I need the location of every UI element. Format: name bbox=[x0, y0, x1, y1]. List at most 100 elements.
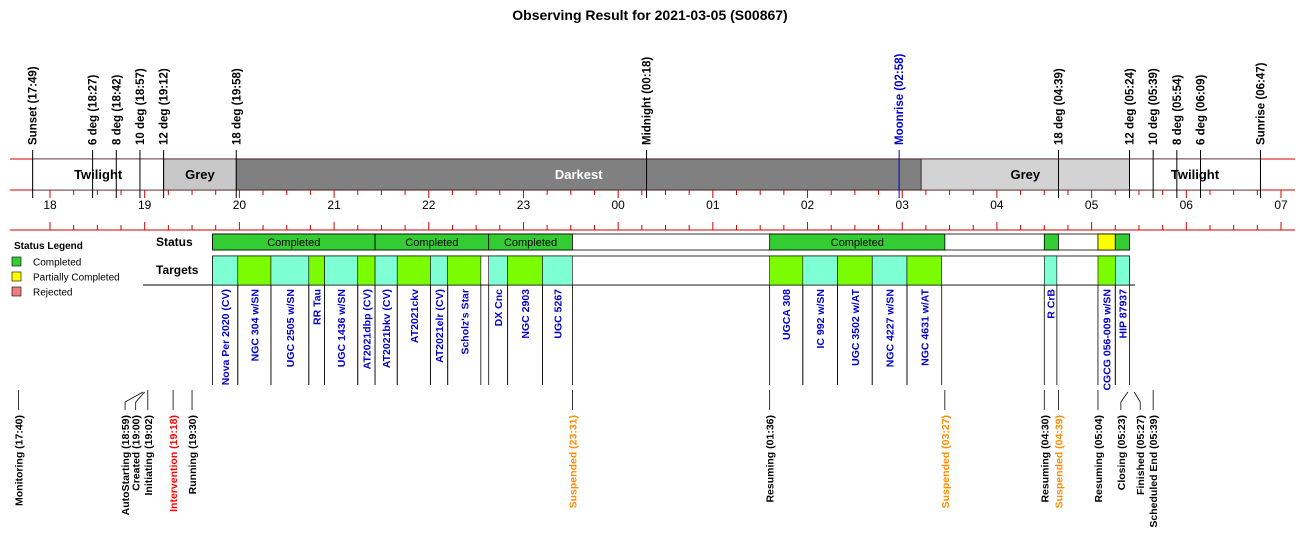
twilight-marker-label: 12 deg (19:12) bbox=[159, 68, 171, 145]
axis-tick-label: 00 bbox=[611, 198, 625, 212]
target-block bbox=[374, 255, 398, 286]
event-connector-line bbox=[1133, 391, 1141, 403]
sky-band-label: Darkest bbox=[555, 167, 603, 182]
event-markers: Monitoring (17:40)AutoStarting (18:59)Cr… bbox=[13, 390, 1160, 528]
target-name-label: CGCG 056-009 w/SN bbox=[1102, 289, 1114, 391]
target-block bbox=[237, 255, 272, 286]
event-connector-line bbox=[1120, 391, 1129, 403]
target-block bbox=[1097, 255, 1116, 286]
event-marker-label: Running (19:30) bbox=[187, 415, 199, 494]
status-legend-title: Status Legend bbox=[14, 241, 83, 252]
event-connector-line bbox=[135, 391, 145, 403]
target-block bbox=[906, 255, 943, 286]
twilight-marker-label: 6 deg (06:09) bbox=[1196, 75, 1208, 145]
axis-tick-label: 02 bbox=[801, 198, 815, 212]
status-legend-label: Completed bbox=[33, 258, 81, 269]
event-marker-label: Intervention (19:18) bbox=[168, 415, 180, 512]
twilight-marker-label: Sunset (17:49) bbox=[28, 66, 40, 145]
axis-tick-label: 05 bbox=[1085, 198, 1099, 212]
event-marker-label: Suspended (04:39) bbox=[1053, 415, 1065, 508]
status-legend-swatch bbox=[11, 256, 22, 267]
sky-band-label: Twilight bbox=[1171, 167, 1220, 182]
sky-band-grey bbox=[163, 158, 237, 191]
target-block bbox=[308, 255, 325, 286]
target-block bbox=[542, 255, 573, 286]
event-marker-label: Resuming (01:36) bbox=[765, 415, 777, 503]
target-name-label: RR Tau bbox=[312, 289, 324, 325]
axis-tick-label: 01 bbox=[706, 198, 720, 212]
target-block bbox=[507, 255, 543, 286]
event-marker-label: AutoStarting (18:59) bbox=[120, 415, 132, 515]
target-name-label: NGC 4227 w/SN bbox=[885, 289, 897, 367]
status-legend-label: Rejected bbox=[33, 288, 72, 299]
target-block bbox=[1114, 255, 1130, 286]
target-block bbox=[324, 255, 359, 286]
twilight-marker-label: Moonrise (02:58) bbox=[894, 53, 906, 145]
twilight-marker-label: 12 deg (05:24) bbox=[1124, 68, 1136, 145]
axis-tick-label: 23 bbox=[517, 198, 531, 212]
targets-row-label: Targets bbox=[156, 263, 199, 277]
target-name-label: DX Cnc bbox=[493, 289, 505, 327]
target-name-label: AT2021elr (CV) bbox=[434, 289, 446, 363]
twilight-marker-label: Sunrise (06:47) bbox=[1255, 62, 1267, 145]
target-name-label: HIP 87937 bbox=[1117, 289, 1129, 339]
sky-band-label: Grey bbox=[1011, 167, 1041, 182]
twilight-marker-label: 6 deg (18:27) bbox=[88, 75, 100, 145]
sky-band-label: Twilight bbox=[74, 167, 123, 182]
axis-tick-label: 07 bbox=[1274, 198, 1288, 212]
status-segment-label: Completed bbox=[267, 237, 320, 249]
target-block bbox=[430, 255, 449, 286]
axis-tick-label: 19 bbox=[138, 198, 152, 212]
target-block bbox=[1043, 255, 1058, 286]
target-block bbox=[396, 255, 431, 286]
axis-tick-label: 20 bbox=[233, 198, 247, 212]
status-segment bbox=[1043, 233, 1059, 251]
axis-tick-label: 18 bbox=[43, 198, 57, 212]
status-segment-label: Completed bbox=[831, 237, 884, 249]
event-marker-label: Monitoring (17:40) bbox=[13, 415, 25, 506]
target-block bbox=[769, 255, 804, 286]
target-name-label: UGCA 308 bbox=[781, 289, 793, 340]
target-block bbox=[447, 255, 482, 286]
axis-tick-label: 22 bbox=[422, 198, 436, 212]
axis-tick-label: 06 bbox=[1180, 198, 1194, 212]
target-name-label: UGC 3502 w/AT bbox=[850, 288, 862, 365]
status-legend-swatch bbox=[11, 271, 22, 282]
target-block bbox=[357, 255, 376, 286]
twilight-marker-label: 10 deg (05:39) bbox=[1148, 68, 1160, 145]
target-block bbox=[871, 255, 908, 286]
target-block bbox=[837, 255, 873, 286]
status-segment-label: Completed bbox=[504, 237, 557, 249]
twilight-markers: Sunset (17:49)6 deg (18:27)8 deg (18:42)… bbox=[28, 53, 1267, 198]
target-block bbox=[802, 255, 838, 286]
target-block bbox=[270, 255, 310, 286]
event-marker-label: Finished (05:27) bbox=[1135, 415, 1147, 495]
target-name-label: AT2021bkv (CV) bbox=[381, 289, 393, 368]
status-segment bbox=[1114, 233, 1130, 251]
event-marker-label: Resuming (05:04) bbox=[1093, 415, 1105, 503]
twilight-marker-label: 18 deg (19:58) bbox=[231, 68, 243, 145]
event-marker-label: Closing (05:23) bbox=[1116, 415, 1128, 490]
event-marker-label: Resuming (04:30) bbox=[1039, 415, 1051, 503]
axis-tick-label: 21 bbox=[327, 198, 341, 212]
event-marker-label: Suspended (03:27) bbox=[940, 415, 952, 508]
status-segment bbox=[769, 233, 946, 251]
target-name-label: NGC 2903 bbox=[520, 289, 532, 339]
event-marker-label: Initiating (19:02) bbox=[143, 415, 155, 496]
target-name-label: NGC 304 w/SN bbox=[249, 289, 261, 361]
event-connector-line bbox=[124, 391, 144, 403]
status-segment bbox=[488, 233, 573, 251]
axis-tick-label: 04 bbox=[990, 198, 1004, 212]
sky-band-grey bbox=[920, 158, 1130, 191]
twilight-marker-label: 10 deg (18:57) bbox=[135, 68, 147, 145]
axis-tick-label: 03 bbox=[896, 198, 910, 212]
target-name-label: UGC 5267 bbox=[552, 289, 564, 339]
target-name-label: Nova Per 2020 (CV) bbox=[220, 289, 232, 385]
target-block bbox=[212, 255, 239, 286]
twilight-marker-label: Midnight (00:18) bbox=[642, 57, 654, 145]
twilight-marker-label: 8 deg (05:54) bbox=[1172, 75, 1184, 145]
